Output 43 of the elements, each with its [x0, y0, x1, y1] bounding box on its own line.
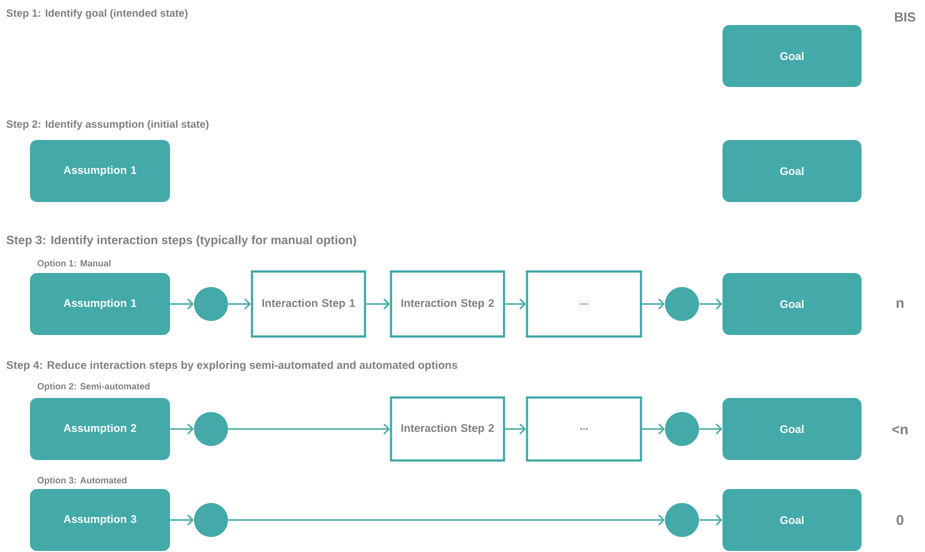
- process-box: Goal: [722, 25, 862, 87]
- arrow: [228, 298, 251, 310]
- process-box: Goal: [722, 273, 862, 335]
- connector-dot: [194, 287, 228, 321]
- step-heading: Step 4: Reduce interaction steps by exploring semi-automated and automated options: [6, 360, 458, 372]
- connector-dot: [665, 287, 699, 321]
- arrow: [228, 514, 665, 526]
- process-box: Goal: [722, 140, 862, 202]
- connector-dot: [665, 412, 699, 446]
- connector-dot: [194, 503, 228, 537]
- arrow: [699, 298, 722, 310]
- option-label: Option 3: Automated: [38, 476, 126, 486]
- arrow: [170, 298, 194, 310]
- arrow: [505, 423, 526, 435]
- count-label: <n: [892, 426, 908, 434]
- step-box: Interaction Step 2: [390, 396, 506, 462]
- process-box: Assumption 3: [30, 489, 170, 551]
- step-heading: Step 2: Identify assumption (initial state): [6, 120, 208, 130]
- count-label: n: [896, 300, 904, 308]
- process-box: Assumption 2: [30, 398, 170, 460]
- arrow: [699, 514, 722, 526]
- arrow: [366, 298, 390, 310]
- arrow: [699, 423, 722, 435]
- process-box: Goal: [722, 398, 862, 460]
- column-heading: BIS: [895, 12, 916, 22]
- arrow: [170, 423, 194, 435]
- connector-dot: [194, 412, 228, 446]
- step-box: Interaction Step 1: [250, 270, 366, 338]
- arrow: [642, 423, 665, 435]
- step-box: Interaction Step 2: [390, 270, 506, 338]
- arrow: [642, 298, 665, 310]
- step-box: ...: [526, 396, 642, 462]
- arrow: [170, 514, 194, 526]
- step-box: ...: [526, 270, 642, 338]
- process-box: Assumption 1: [30, 140, 170, 202]
- step-heading: Step 1: Identify goal (intended state): [6, 9, 188, 19]
- arrow: [505, 298, 526, 310]
- arrow: [228, 423, 390, 435]
- process-box: Assumption 1: [30, 273, 170, 335]
- step-heading: Step 3: Identify interaction steps (typically for manual option): [6, 235, 356, 247]
- process-box: Goal: [722, 489, 862, 551]
- count-label: 0: [896, 515, 904, 525]
- connector-dot: [665, 503, 699, 537]
